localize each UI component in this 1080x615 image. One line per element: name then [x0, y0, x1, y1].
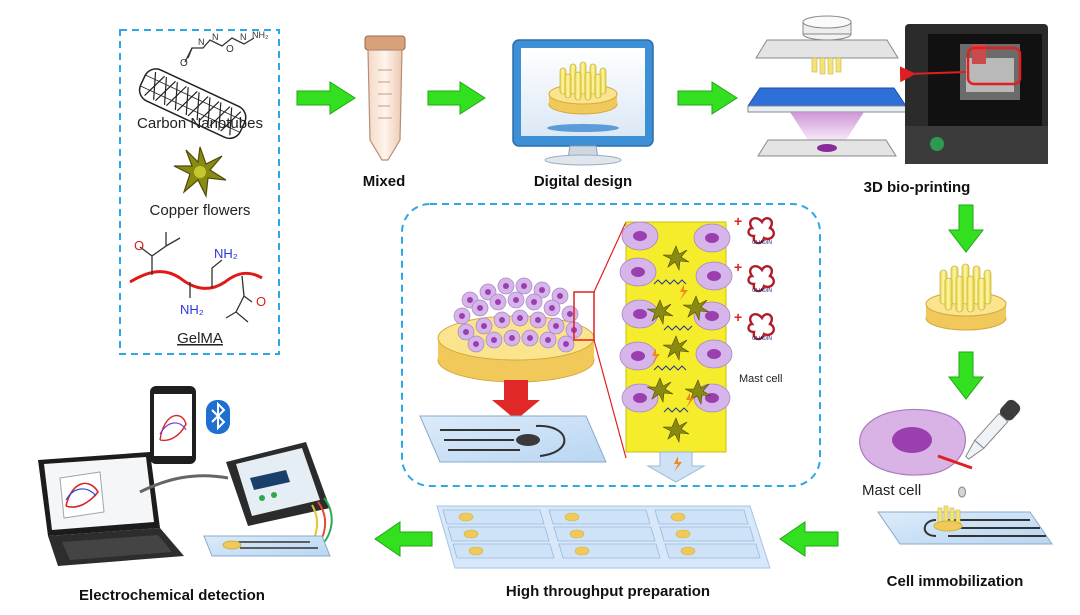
printer-highlight-box	[966, 46, 1022, 86]
svg-text:+: +	[734, 309, 742, 325]
immobilized-electrode-icon	[877, 505, 1053, 545]
svg-text:O: O	[226, 44, 234, 55]
mast-cell-icon	[859, 408, 966, 476]
inset-dashed-border	[401, 203, 821, 487]
detection-electrode-icon	[203, 535, 331, 557]
gelma-nh2-bottom: NH₂	[180, 302, 204, 317]
inset-electrode-icon	[419, 415, 607, 463]
arrow-materials-to-mixed	[296, 81, 356, 115]
projection-printer-icon	[747, 15, 907, 157]
mechanism-inset: GLIADIN GLIADIN GLIADIN + + + Mast cell	[401, 203, 821, 487]
cell-immobilization-label: Cell immobilization	[887, 573, 1024, 590]
digital-design-label: Digital design	[534, 173, 632, 190]
arrow-mixed-to-design	[427, 81, 486, 115]
mixing-tube-icon	[364, 35, 406, 161]
gelma-nh2-top: NH₂	[214, 246, 238, 261]
gliadin-icon: GLIADIN	[747, 313, 775, 342]
red-down-arrow	[492, 380, 540, 420]
gelma-label: GelMA	[177, 330, 223, 347]
bioprinter-machine-icon	[905, 24, 1048, 164]
gliadin-label: GLIADIN	[752, 288, 772, 294]
printed-scaffold-icon	[925, 263, 1007, 331]
copper-flowers-label: Copper flowers	[150, 202, 251, 219]
gliadin-icon: GLIADIN	[747, 217, 775, 246]
gelma-structure-icon: O NH₂ NH₂ O	[129, 232, 266, 323]
gliadin-icon: GLIADIN	[747, 265, 775, 294]
svg-text:O: O	[180, 58, 188, 69]
arrow-array-to-detection	[374, 521, 433, 557]
bioprinting-label: 3D bio-printing	[864, 179, 971, 196]
arrow-print-to-scaffold	[947, 204, 985, 253]
signal-down-arrow	[646, 451, 706, 483]
gelma-oxygen-left: O	[134, 238, 144, 253]
materials-panel: O O N N N NH₂ Carbon Nanotubes Copper fl…	[119, 29, 280, 355]
gelma-oxygen-right: O	[256, 294, 266, 309]
zoom-selection-box	[573, 291, 595, 341]
electrochemical-label: Electrochemical detection	[79, 587, 265, 604]
flow-arrows	[296, 81, 985, 557]
smartphone-icon	[150, 386, 196, 464]
arrow-scaffold-to-cells	[947, 351, 985, 400]
cnt-amine-label: NH₂	[252, 30, 269, 40]
inset-mast-cell-label: Mast cell	[739, 373, 782, 385]
pipette-icon	[937, 399, 1021, 498]
scaffold-model-icon	[548, 61, 618, 115]
svg-text:+: +	[734, 213, 742, 229]
gliadin-label: GLIADIN	[752, 336, 772, 342]
laptop-icon	[38, 452, 184, 566]
svg-text:+: +	[734, 259, 742, 275]
svg-text:N: N	[212, 32, 219, 42]
high-throughput-label: High throughput preparation	[506, 583, 710, 600]
carbon-nanotube-icon: O O N N N NH₂	[138, 30, 269, 140]
immobilization-mast-cell-label: Mast cell	[862, 482, 921, 499]
electrode-array-icon	[436, 505, 771, 569]
svg-text:N: N	[198, 37, 205, 47]
gliadin-antigens: GLIADIN GLIADIN GLIADIN + + +	[734, 213, 775, 342]
arrow-cells-to-array	[779, 521, 839, 557]
zoomed-pillar-icon	[619, 221, 733, 483]
monitor-icon	[512, 39, 654, 166]
arrow-design-to-print	[677, 81, 738, 115]
svg-text:N: N	[240, 32, 247, 42]
printer-zoom-arrow	[899, 66, 967, 83]
copper-flower-icon	[173, 146, 227, 199]
carbon-nanotubes-label: Carbon Nanotubes	[137, 115, 263, 132]
gliadin-label: GLIADIN	[752, 240, 772, 246]
cell-laden-scaffold-icon	[437, 221, 627, 459]
materials-dashed-border	[119, 29, 280, 355]
mixed-label: Mixed	[363, 173, 406, 190]
bluetooth-icon	[206, 400, 230, 434]
